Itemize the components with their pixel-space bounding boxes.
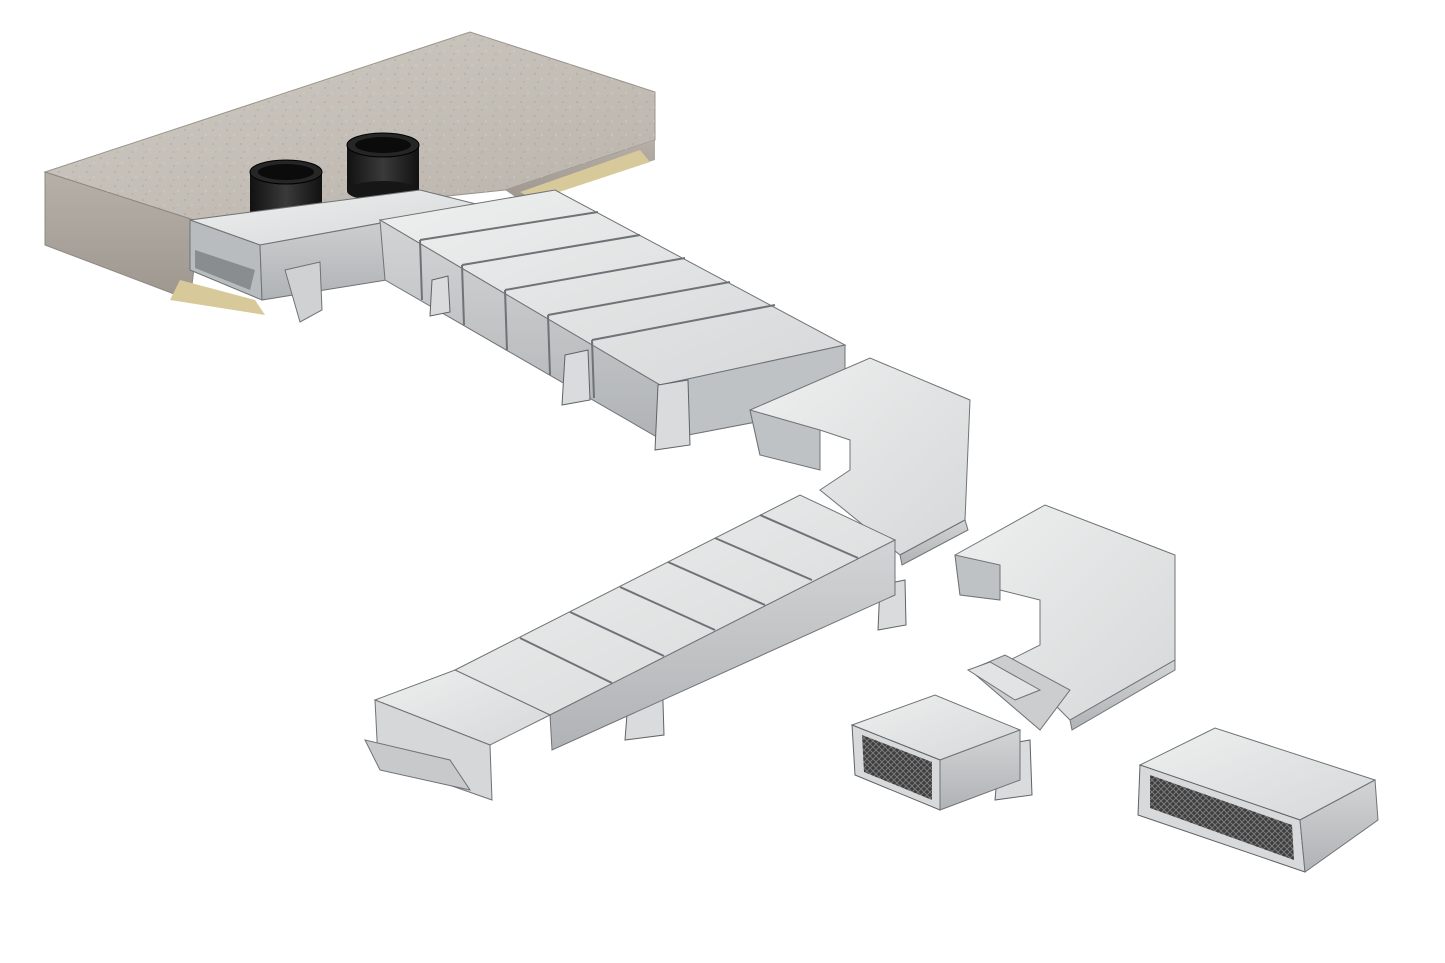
floor-grille-outlet-middle: [966, 661, 1042, 701]
straight-duct-run-lower: [364, 494, 897, 801]
concrete-floor-slab: [43, 31, 656, 315]
duct-corner-bend-upper: [749, 357, 971, 566]
floor-grille-outlet-right: [1137, 727, 1379, 873]
round-duct-connector-collar: [346, 132, 420, 201]
floor-grille-outlet-lower-left: [850, 694, 1022, 811]
duct-corner-bend-lower: [954, 504, 1176, 731]
